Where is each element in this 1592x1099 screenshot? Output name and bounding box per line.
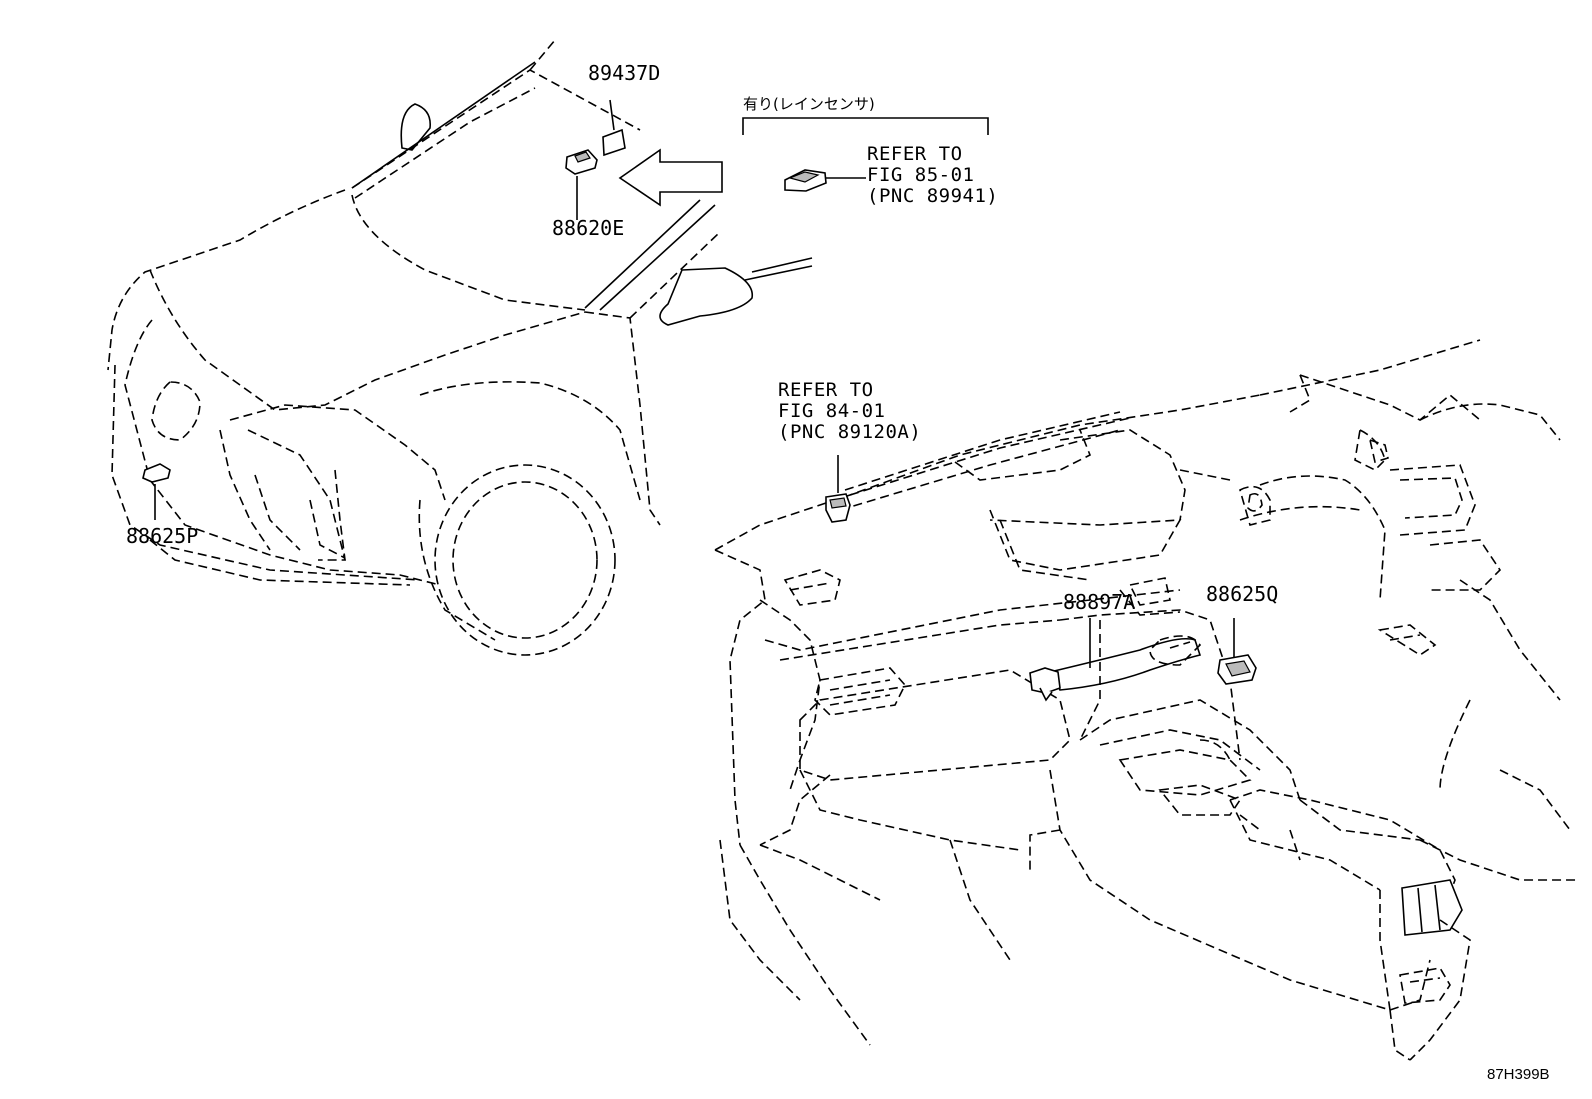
refer-line: FIG 84-01 — [778, 400, 886, 422]
rain-sensor-bracket — [742, 117, 989, 192]
refer-line: FIG 85-01 — [867, 164, 975, 186]
refer-line: (PNC 89941) — [867, 185, 999, 207]
diagram-code: 87H399B — [1487, 1066, 1550, 1083]
part-number-88625Q: 88625Q — [1206, 582, 1279, 606]
refer-dashboard-note: REFER TO FIG 84-01 (PNC 89120A) — [778, 380, 921, 443]
windshield-sensor-parts — [565, 99, 723, 220]
part-number-88620E: 88620E — [552, 216, 625, 240]
car-exterior-drawing — [107, 39, 813, 656]
part-number-89437D: 89437D — [588, 61, 661, 85]
refer-line: REFER TO — [778, 379, 874, 401]
refer-line: REFER TO — [867, 143, 963, 165]
refer-line: (PNC 89120A) — [778, 421, 922, 443]
dashboard-drawing — [714, 339, 1580, 1061]
part-number-88897A: 88897A — [1063, 590, 1136, 614]
rain-sensor-note: 有り(レインセンサ) — [743, 95, 875, 113]
refer-rain-sensor-note: REFER TO FIG 85-01 (PNC 89941) — [867, 144, 998, 207]
part-number-88625P: 88625P — [126, 524, 199, 548]
